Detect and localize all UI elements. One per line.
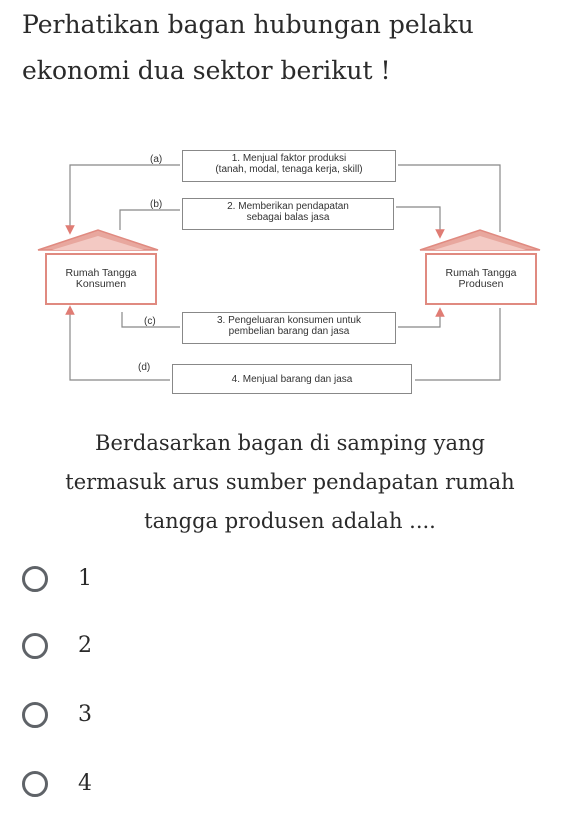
consumer-house-label: Rumah Tangga Konsumen	[65, 267, 137, 290]
radio-icon[interactable]	[22, 771, 48, 797]
radio-icon[interactable]	[22, 702, 48, 728]
flow-d-box: 4. Menjual barang dan jasa	[172, 364, 412, 394]
diagram-lines	[37, 164, 541, 381]
radio-icon[interactable]	[22, 566, 48, 592]
flow-a-box: 1. Menjual faktor produksi (tanah, modal…	[182, 150, 396, 182]
question-text: Berdasarkan bagan di samping yang termas…	[65, 431, 515, 533]
flow-c-tag: (c)	[144, 316, 156, 327]
flow-d-tag: (d)	[138, 362, 151, 373]
question-title-line: Perhatikan bagan hubungan pelaku	[22, 10, 474, 39]
option-label: 1	[78, 566, 92, 591]
flow-b-tag: (b)	[150, 199, 163, 210]
option-2[interactable]: 2	[20, 631, 320, 671]
radio-icon[interactable]	[22, 633, 48, 659]
option-label: 4	[78, 771, 92, 796]
flow-c-box: 3. Pengeluaran konsumen untuk pembelian …	[182, 312, 396, 344]
consumer-house-icon	[37, 229, 159, 305]
option-4[interactable]: 4	[20, 769, 320, 809]
flow-b-box: 2. Memberikan pendapatan sebagai balas j…	[182, 198, 394, 230]
flow-a-tag: (a)	[150, 154, 163, 165]
economic-flow-diagram: Rumah Tangga Konsumen Rumah Tangga Produ…	[30, 122, 552, 412]
producer-house-label: Rumah Tangga Produsen	[445, 267, 517, 290]
question-title: Perhatikan bagan hubungan pelaku ekonomi…	[22, 2, 562, 94]
producer-house-icon	[419, 229, 541, 305]
option-label: 2	[78, 633, 92, 658]
option-1[interactable]: 1	[20, 564, 320, 604]
option-label: 3	[78, 702, 92, 727]
question-title-line: ekonomi dua sektor berikut !	[22, 56, 391, 85]
option-3[interactable]: 3	[20, 700, 320, 740]
